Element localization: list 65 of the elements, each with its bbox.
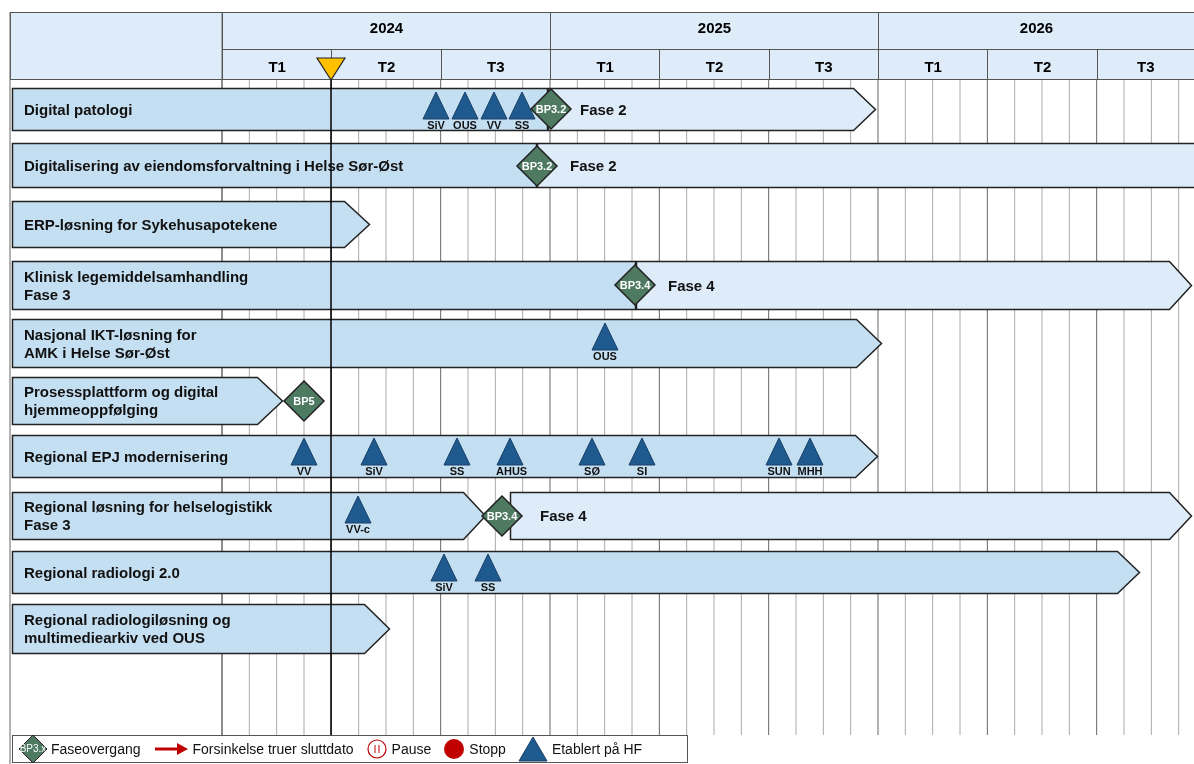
milestone-code: BP5 xyxy=(292,395,316,407)
milestone-triangle xyxy=(480,91,508,131)
site-code: OUS xyxy=(452,119,478,131)
site-code: SI xyxy=(635,465,649,477)
milestone-code: BP3.2 xyxy=(534,103,568,115)
site-code: SS xyxy=(479,581,497,593)
task-bar xyxy=(12,201,370,248)
milestone-triangle xyxy=(360,437,388,477)
site-code: SØ xyxy=(583,465,601,477)
project-name: Prosessplattform og digital hjemmeoppfølging xyxy=(24,383,220,419)
phase-label: Fase 2 xyxy=(580,100,627,119)
site-code: SS xyxy=(513,119,531,131)
project-name: Digital patologi xyxy=(24,100,133,119)
milestone-triangle xyxy=(430,553,458,593)
task-bar xyxy=(12,604,390,654)
year-header: 2025 xyxy=(550,13,878,50)
legend-label: Stopp xyxy=(469,741,506,757)
project-name: ERP-løsning for Sykehusapotekene xyxy=(24,215,278,234)
tertial-header: T3 xyxy=(1096,50,1194,80)
milestone-code: BP3.2 xyxy=(520,160,554,172)
milestone-triangle xyxy=(422,91,450,131)
year-header: 2024 xyxy=(222,13,550,50)
year-header: 2026 xyxy=(878,13,1194,50)
milestone-triangle xyxy=(290,437,318,477)
phase-label: Fase 4 xyxy=(540,507,587,525)
task-bar xyxy=(12,377,283,425)
milestone-triangle xyxy=(451,91,479,131)
milestone-triangle xyxy=(443,437,471,477)
site-code: SS xyxy=(448,465,466,477)
site-code: MHH xyxy=(796,465,824,477)
milestone-code: BP3.4 xyxy=(618,279,652,291)
milestone-code: BP3.4 xyxy=(485,510,519,522)
site-code: SiV xyxy=(434,581,454,593)
site-code: VV xyxy=(295,465,313,477)
project-name: Klinisk legemiddelsamhandling Fase 3 xyxy=(24,267,250,304)
legend-label: Forsinkelse truer sluttdato xyxy=(192,741,354,757)
task-bar xyxy=(12,492,486,540)
legend-label: Etablert på HF xyxy=(551,741,643,757)
project-name: Regional EPJ modernisering xyxy=(24,447,229,466)
project-name: Regional radiologiløsning og multimediearkiv ved OUS xyxy=(24,611,232,647)
task-bar xyxy=(12,435,878,478)
milestone-triangle xyxy=(578,437,606,477)
project-name: Regional radiologi 2.0 xyxy=(24,563,180,582)
project-name: Regional løsning for helselogistikk Fase 3 xyxy=(24,498,274,534)
milestone-triangle xyxy=(796,437,824,477)
site-code: SiV xyxy=(426,119,446,131)
project-name: Nasjonal IKT-løsning for AMK i Helse Sør-Øst xyxy=(24,325,198,362)
milestone-triangle xyxy=(474,553,502,593)
site-code: SiV xyxy=(364,465,384,477)
site-code: VV-c xyxy=(345,523,371,535)
milestone-triangle xyxy=(628,437,656,477)
site-code: SUN xyxy=(766,465,792,477)
legend-label: Pause xyxy=(391,741,432,757)
task-bar xyxy=(12,551,1140,594)
milestone-triangle xyxy=(344,495,372,535)
milestone-triangle xyxy=(765,437,793,477)
task-bar xyxy=(12,319,882,368)
phase-transition-diamond xyxy=(283,380,325,422)
milestone-triangle xyxy=(591,322,619,362)
site-code: VV xyxy=(485,119,503,131)
milestone-triangle xyxy=(508,91,536,131)
site-code: OUS xyxy=(592,350,618,362)
legend-label: Faseovergang xyxy=(51,741,141,757)
phase-label: Fase 2 xyxy=(570,156,617,175)
phase-label: Fase 4 xyxy=(668,276,715,295)
